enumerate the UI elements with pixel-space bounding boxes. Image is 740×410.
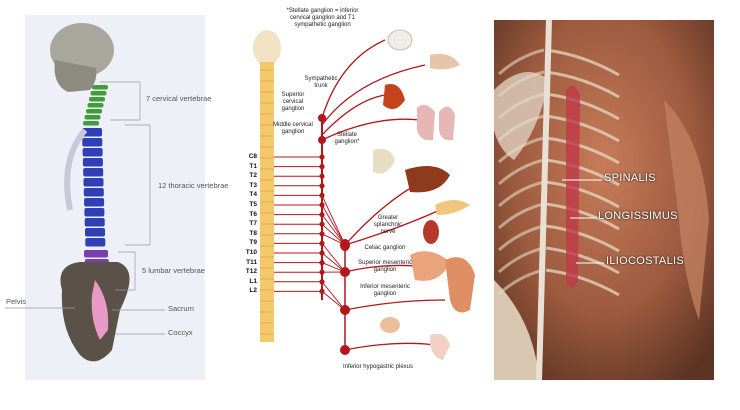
segment-label-t12: T12 [243,268,257,275]
lumbar-label: 5 lumbar vertebrae [142,266,205,275]
segment-label-t8: T8 [243,230,257,237]
thoracic-vertebra [83,168,103,177]
segment-label-t3: T3 [243,182,257,189]
ganglion-l2 [319,289,324,294]
segment-label-t2: T2 [243,172,257,179]
superior-mesenteric-label: Superior mesenteric ganglion [355,260,415,274]
branch-heart [322,95,385,135]
cervical-vertebra [89,97,105,102]
nerve-panel: *Stellate ganglion = inferior cervical g… [245,0,490,405]
longissimus-label: LONGISSIMUS [598,210,678,222]
superior-cervical-label: Superior cervical ganglion [273,92,313,113]
ganglion-t6 [319,212,324,217]
celiac-label: Celiac ganglion [355,245,415,252]
ganglion-c8 [319,154,324,159]
segment-label-t9: T9 [243,239,257,246]
muscle-panel: SPINALIS LONGISSIMUS ILIOCOSTALIS [494,20,714,380]
ganglion-t12 [319,270,324,275]
brain-stem [253,30,281,66]
colon-organ [445,257,475,312]
segment-label-t5: T5 [243,201,257,208]
thoracic-label: 12 thoracic vertebrae [158,181,228,190]
thoracic-vertebra [84,188,104,197]
inferior-mesenteric-label: Inferior mesenteric ganglion [355,284,415,298]
sacrum-label: Sacrum [168,304,194,313]
ganglion-t11 [319,260,324,265]
spine-illustration [0,0,245,405]
cervical-vertebra [92,85,108,90]
thoracic-vertebra [85,228,105,237]
pelvis-label: Pelvis [6,297,26,306]
lumbar-fiber [322,282,345,310]
thoracic-vertebra [84,208,104,217]
bladder-organ [380,317,400,333]
heart-organ [383,84,405,109]
kidney-organ [423,220,439,244]
thoracic-vertebra [84,198,104,207]
thoracic-vertebra [83,158,103,167]
nerve-illustration [245,0,490,405]
sympathetic-trunk-label: Sympathetic trunk [300,76,342,90]
ganglion-t5 [319,202,324,207]
inferior-hypogastric-label: Inferior hypogastric plexus [323,364,433,371]
ganglion-t10 [319,250,324,255]
cervical-vertebra [91,91,107,96]
segment-label-t6: T6 [243,211,257,218]
segment-label-t1: T1 [243,163,257,170]
greater-splanchnic-label: Greater splanchnic nerve [367,215,409,236]
cervical-vertebra [86,109,102,114]
ganglion-t3 [319,183,324,188]
pancreas-organ [435,200,470,215]
stomach-organ [373,149,395,174]
coccyx-label: Coccyx [168,328,193,337]
ganglion-t7 [319,222,324,227]
ganglion-l1 [319,279,324,284]
liver-organ [405,166,450,192]
spine-panel: 7 cervical vertebrae 12 thoracic vertebr… [0,0,245,405]
stellate-label: Stellate ganglion* [327,132,367,146]
ganglion-t9 [319,241,324,246]
lumbar-vertebra [84,250,108,258]
ganglion-t1 [319,164,324,169]
segment-label-t7: T7 [243,220,257,227]
ganglion-t4 [319,193,324,198]
branch-bladder [345,343,435,350]
thoracic-vertebra [82,138,102,147]
segment-label-t11: T11 [243,259,257,266]
thoracic-vertebra [83,148,103,157]
segment-label-l1: L1 [243,278,257,285]
thoracic-vertebra [84,178,104,187]
spinalis-label: SPINALIS [604,172,656,184]
segment-label-l2: L2 [243,287,257,294]
branch-glands [322,65,425,125]
stellate-note: *Stellate ganglion = inferior cervical g… [285,8,360,29]
iliocostalis-label: ILIOCOSTALIS [606,255,684,267]
back-muscle-illustration [494,20,714,380]
thoracic-vertebra [85,238,105,247]
branch-colon [345,300,445,310]
lungs-organ [417,105,455,140]
thoracic-vertebra [85,218,105,227]
cervical-label: 7 cervical vertebrae [146,94,211,103]
segment-label-c8: C8 [243,153,257,160]
ganglion-t8 [319,231,324,236]
intestine-organ [410,251,450,281]
ganglion-t2 [319,174,324,179]
middle-cervical-label: Middle cervical ganglion [273,122,313,136]
segment-label-t4: T4 [243,191,257,198]
erector-spinae-muscle [566,86,580,288]
eye-organ [388,30,412,50]
cervical-vertebra [88,103,104,108]
cervical-vertebra [85,115,101,120]
segment-label-t10: T10 [243,249,257,256]
cervical-vertebra [83,121,99,126]
gland-organ [430,54,460,70]
splanchnic-fiber [322,195,345,245]
reproductive-organ [430,334,450,360]
